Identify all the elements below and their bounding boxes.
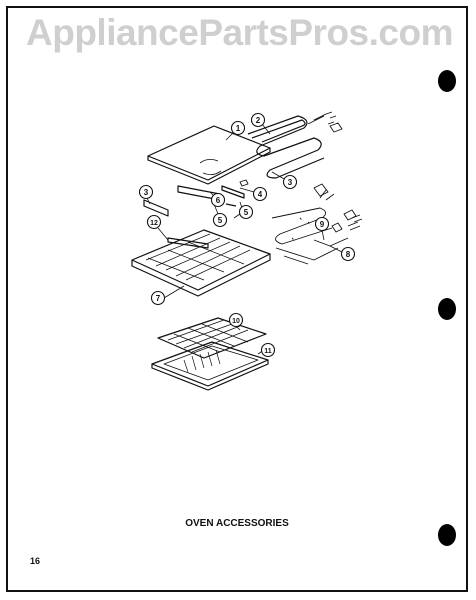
exploded-parts-diagram: 1 2 3 4 5 6 5 3 12 7 9 8 10 11 — [131, 111, 363, 391]
binder-hole-top — [438, 70, 456, 92]
callout-9: 9 — [320, 220, 325, 229]
part-oven-rack — [157, 317, 267, 359]
callout-2: 2 — [256, 116, 261, 125]
callout-6: 6 — [216, 196, 221, 205]
callout-11: 11 — [264, 348, 272, 355]
binder-hole-bottom — [438, 524, 456, 546]
callout-3: 3 — [288, 178, 293, 187]
part-top-panel — [147, 125, 271, 181]
callout-1: 1 — [236, 124, 241, 133]
callout-8: 8 — [346, 250, 351, 259]
callout-4: 4 — [258, 190, 263, 199]
part-broil-element — [247, 115, 325, 179]
callout-5: 5 — [244, 208, 249, 217]
page-number: 16 — [30, 556, 41, 566]
callout-5b: 5 — [218, 216, 223, 225]
callout-7: 7 — [156, 294, 161, 303]
binder-hole-middle — [438, 298, 456, 320]
watermark-logo: AppliancePartsPros.com — [26, 12, 453, 53]
callout-3b: 3 — [144, 188, 149, 197]
callout-10: 10 — [232, 318, 240, 325]
diagram-page: AppliancePartsPros.com — [6, 6, 468, 592]
part-bake-element — [271, 207, 333, 245]
part-side-rail — [143, 199, 169, 217]
diagram-caption: OVEN ACCESSORIES — [185, 518, 289, 529]
callout-12: 12 — [150, 220, 158, 227]
